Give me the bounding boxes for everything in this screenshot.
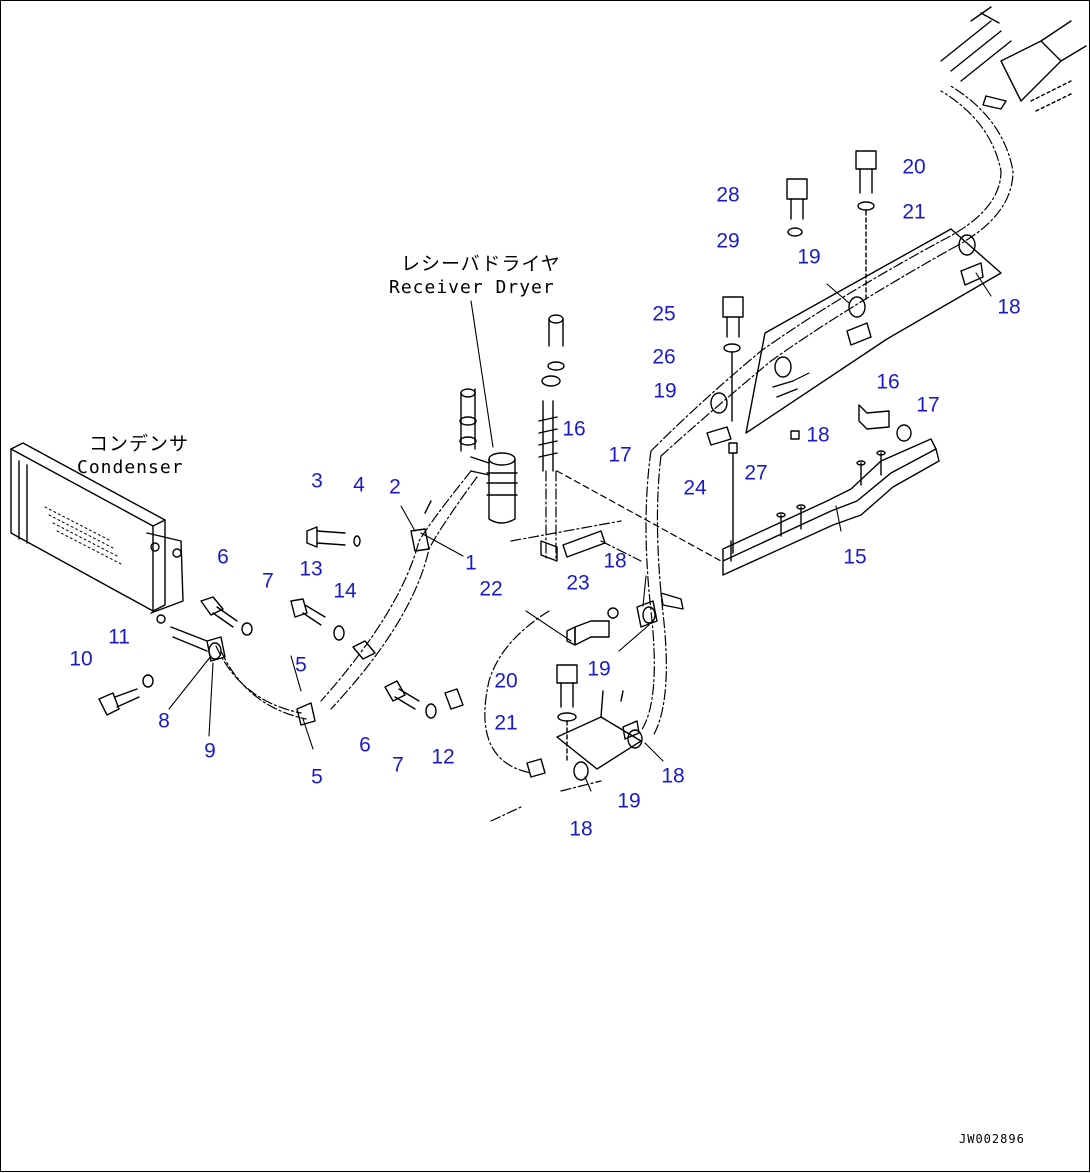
compressor-detail (940, 6, 1087, 112)
callout-19-middle: 19 (587, 657, 611, 681)
callout-19-left: 19 (653, 379, 677, 403)
upper-bolts (722, 150, 877, 554)
callout-13: 13 (299, 557, 323, 581)
callout-28: 28 (716, 183, 740, 207)
callout-21-lower: 21 (494, 711, 518, 735)
frame-bracket (722, 404, 940, 576)
callout-20-lower: 20 (494, 669, 518, 693)
lower-bracket (526, 664, 643, 781)
callout-23: 23 (566, 571, 590, 595)
receiver-dryer-label-jp: レシーバドライヤ (401, 253, 561, 275)
callout-18-lower: 18 (569, 817, 593, 841)
callout-5-lower: 5 (311, 765, 323, 789)
callout-21-upper: 21 (902, 200, 926, 224)
callout-25: 25 (652, 302, 676, 326)
receiver-dryer (459, 314, 606, 562)
callout-19-upper: 19 (797, 245, 821, 269)
callout-18-middle: 18 (603, 549, 627, 573)
condenser-unit (10, 442, 208, 652)
callout-2: 2 (389, 475, 401, 499)
callout-24: 24 (683, 476, 707, 500)
callout-17-right: 17 (916, 393, 940, 417)
callout-8: 8 (158, 709, 170, 733)
callout-29: 29 (716, 229, 740, 253)
callout-3: 3 (311, 469, 323, 493)
middle-clamps (566, 592, 684, 646)
leader-lines (168, 272, 992, 792)
callout-11: 11 (108, 625, 130, 649)
callout-19-lower: 19 (617, 789, 641, 813)
callout-6-upper: 6 (217, 545, 229, 569)
callout-16-right: 16 (876, 370, 900, 394)
left-fittings (98, 500, 464, 726)
callout-26: 26 (652, 345, 676, 369)
callout-20-upper: 20 (902, 155, 926, 179)
callout-1: 1 (465, 551, 477, 575)
receiver-dryer-label-en: Receiver Dryer (389, 277, 555, 298)
condenser-label-jp: コンデンサ (89, 433, 190, 455)
callout-5-upper: 5 (295, 653, 307, 677)
callout-18-top-right: 18 (997, 295, 1021, 319)
callout-18-lower-right: 18 (661, 764, 685, 788)
callout-14: 14 (333, 579, 357, 603)
callout-18-upper: 18 (806, 423, 830, 447)
callout-17-middle: 17 (608, 443, 632, 467)
callout-7-upper: 7 (262, 569, 274, 593)
callout-9: 9 (204, 739, 216, 763)
upper-bracket (706, 228, 1002, 446)
callout-7-lower: 7 (392, 753, 404, 777)
condenser-label-en: Condenser (77, 457, 184, 478)
callout-15: 15 (843, 545, 867, 569)
drawing-code: JW002896 (959, 1132, 1025, 1146)
callout-22: 22 (479, 577, 503, 601)
callout-10: 10 (69, 647, 93, 671)
callout-27: 27 (744, 461, 768, 485)
callout-16-middle: 16 (562, 417, 586, 441)
callout-4: 4 (353, 473, 365, 497)
callout-12: 12 (431, 745, 455, 769)
callout-6-lower: 6 (359, 733, 371, 757)
